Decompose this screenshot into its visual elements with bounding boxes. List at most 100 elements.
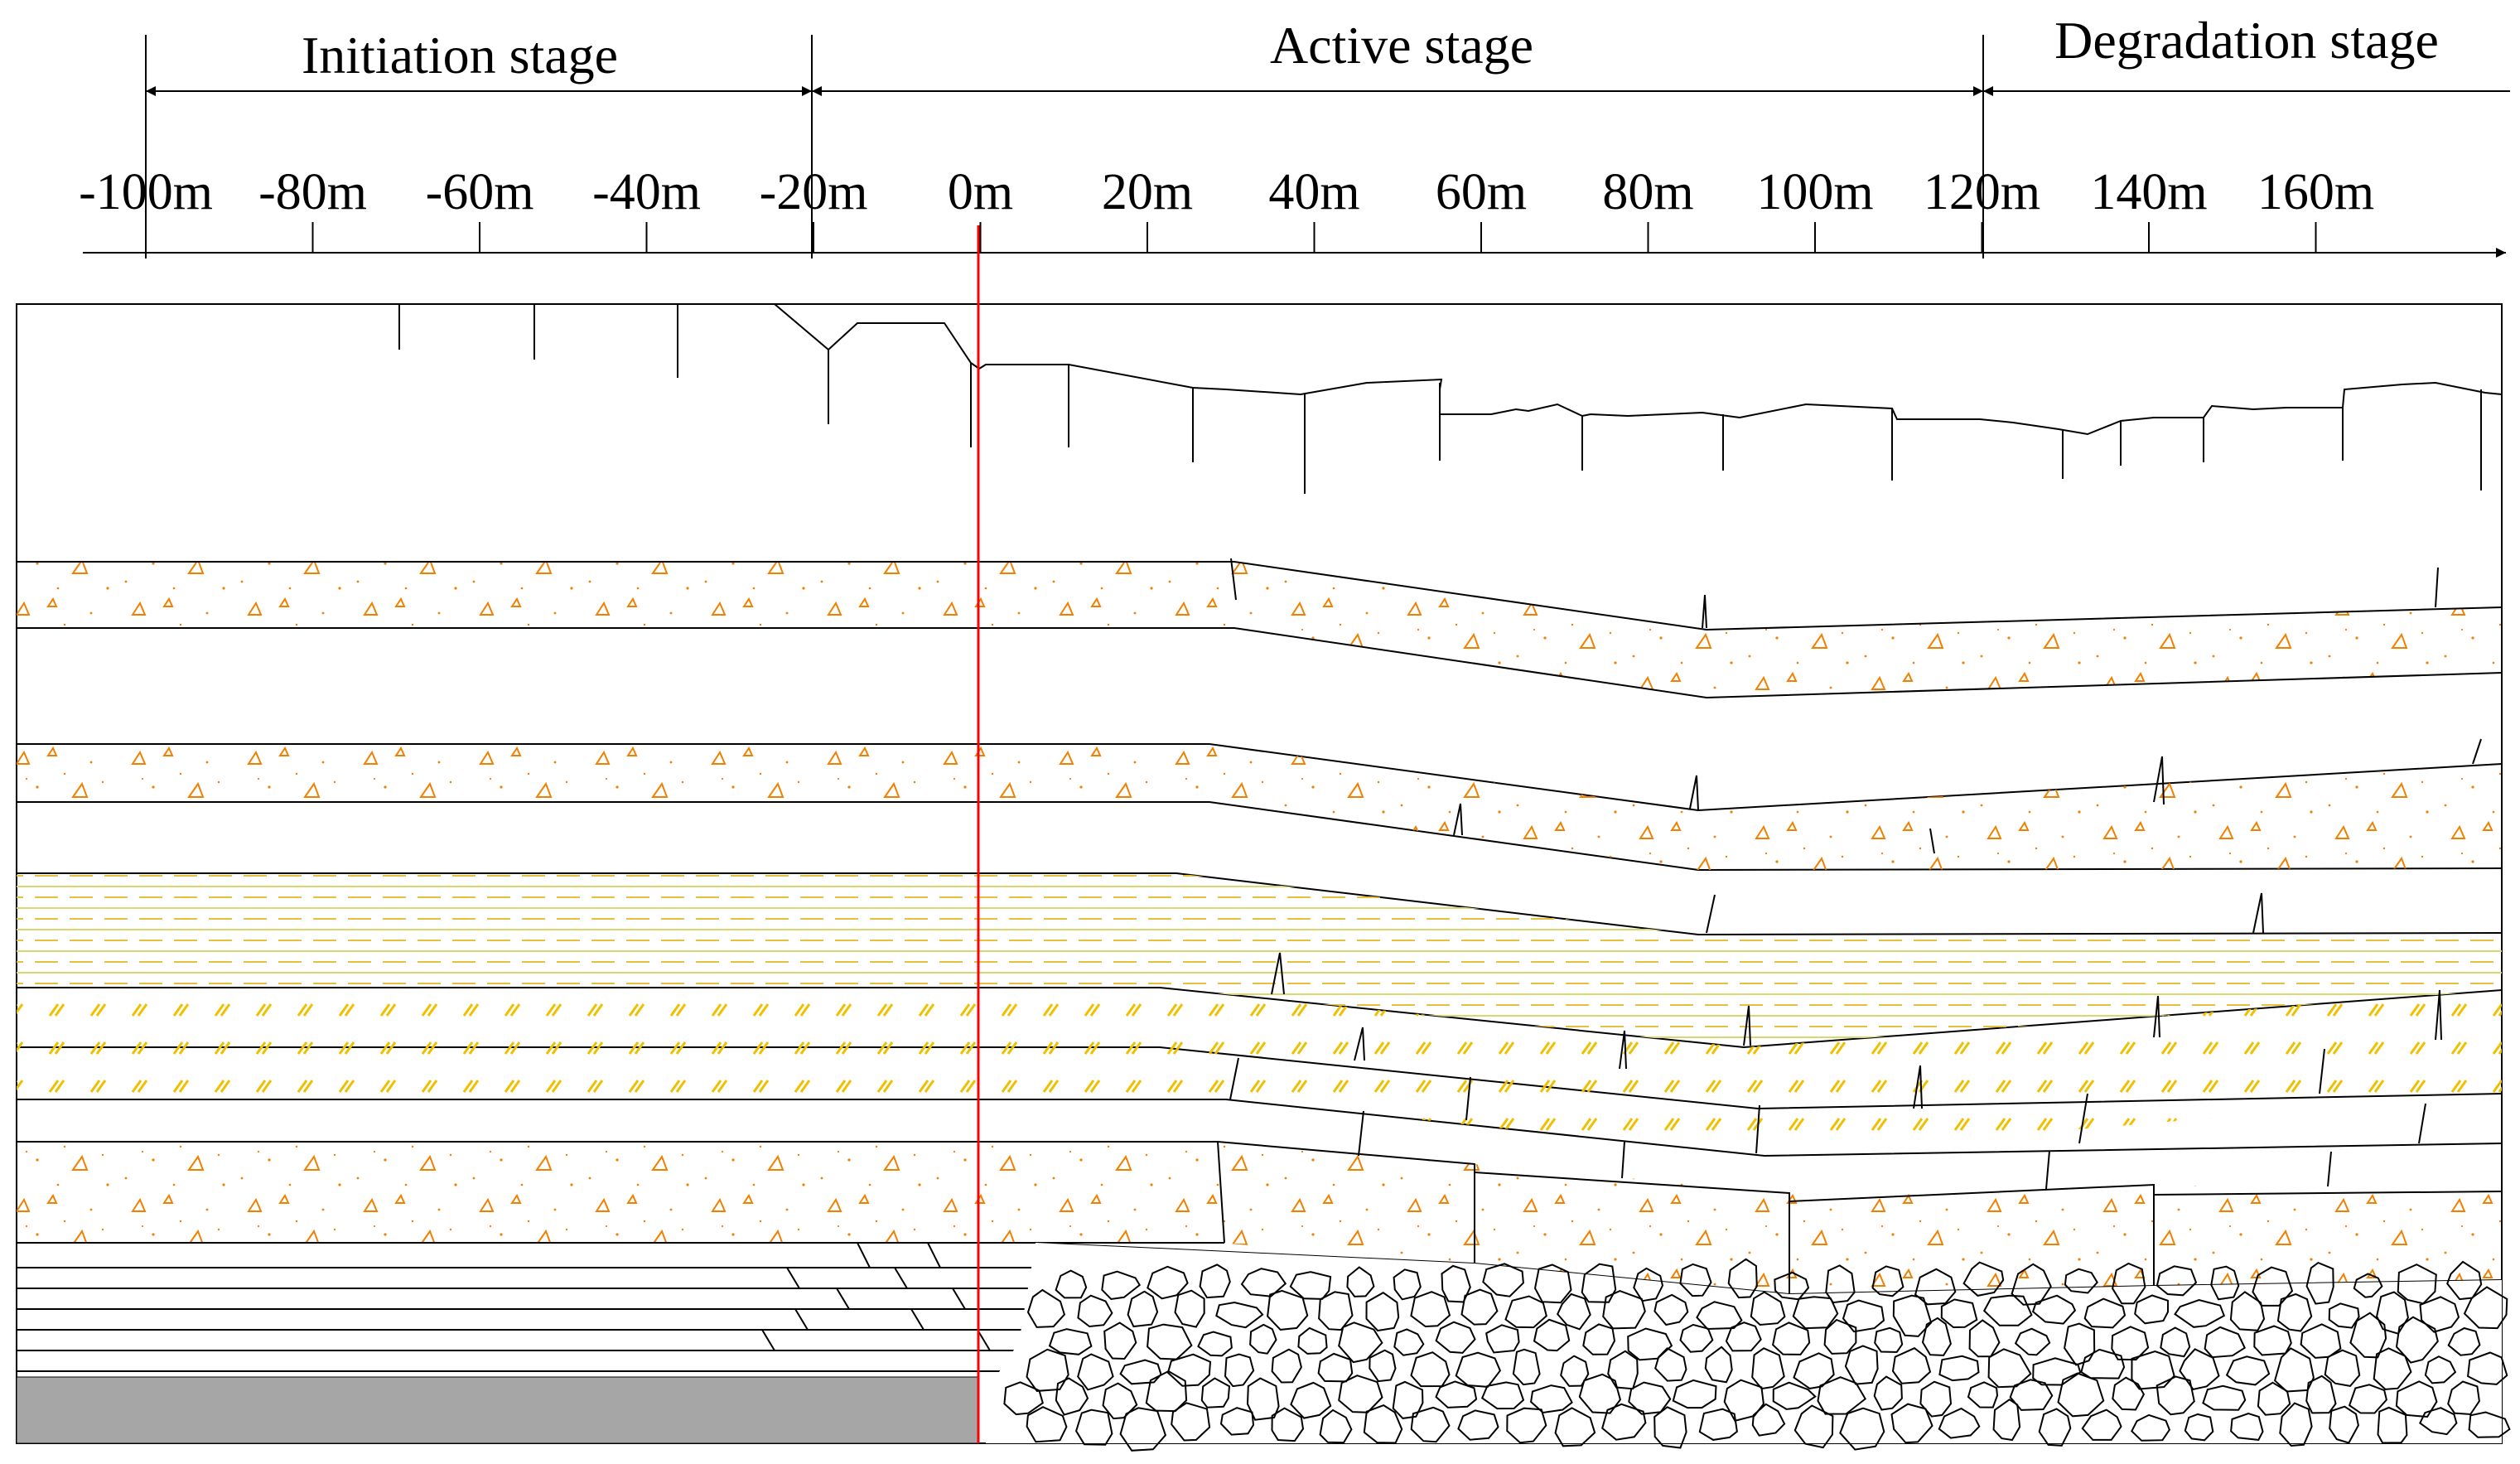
boulder — [1627, 1327, 1673, 1361]
boulder — [1839, 1407, 1885, 1451]
stage-bar: Initiation stage Active stage Degradatio… — [145, 11, 2510, 258]
boulder — [2009, 1379, 2054, 1411]
boulder — [1698, 1408, 1738, 1441]
axis-tick-label: -60m — [426, 164, 534, 220]
boulder — [1127, 1290, 1159, 1328]
boulder — [1119, 1407, 1167, 1452]
gravel-layer-lower — [17, 1142, 2502, 1292]
axis-tick-label: -20m — [760, 164, 868, 220]
sand-layer-lower — [17, 1046, 2502, 1156]
boulder — [1240, 1268, 1287, 1297]
boulder — [2160, 1326, 2191, 1358]
axis-tick-label: 20m — [1102, 164, 1193, 220]
boulder — [1271, 1348, 1302, 1384]
boulder — [1919, 1380, 1953, 1418]
gravel-layer-middle — [17, 744, 2502, 870]
boulder — [1704, 1346, 1733, 1384]
boulder — [2081, 1408, 2122, 1441]
boulder — [1825, 1264, 1856, 1304]
boulder — [1026, 1348, 1069, 1392]
boulder — [1215, 1301, 1264, 1329]
boulder — [1393, 1328, 1425, 1356]
boulder — [1601, 1403, 1647, 1441]
boulder — [1297, 1326, 1328, 1355]
boulder — [1393, 1268, 1422, 1301]
boulder — [1914, 1268, 1957, 1306]
boulder — [2134, 1294, 2169, 1325]
boulder — [1679, 1263, 1712, 1297]
boulder — [1602, 1290, 1646, 1330]
axis-tick-label: -80m — [258, 164, 367, 220]
axis-tick-label: -100m — [79, 164, 213, 220]
boulder — [2273, 1347, 2315, 1393]
boulder — [1792, 1296, 1839, 1330]
boulder — [1938, 1407, 1981, 1439]
boulder — [1557, 1292, 1591, 1331]
fault-ticks — [1229, 558, 2482, 1190]
boulder — [1147, 1265, 1189, 1300]
boulder — [2064, 1268, 2098, 1294]
boulder — [2468, 1411, 2511, 1438]
boulder — [1480, 1381, 1525, 1410]
boulder — [1628, 1381, 1672, 1415]
boulder — [1346, 1266, 1375, 1297]
boulder — [2419, 1407, 2458, 1436]
boulder — [1249, 1323, 1277, 1355]
boulder — [2348, 1384, 2387, 1414]
boulder — [1075, 1408, 1113, 1446]
boulder — [2257, 1381, 2291, 1416]
boulder — [2229, 1291, 2266, 1331]
boulder — [1967, 1381, 1999, 1408]
boulder — [2174, 1298, 2226, 1328]
boulder — [1055, 1269, 1088, 1299]
boulder — [1992, 1398, 2021, 1442]
boulder — [1962, 1261, 2005, 1297]
boulder — [1197, 1331, 1233, 1357]
boulder — [1506, 1407, 1547, 1444]
boulder — [1533, 1263, 1572, 1304]
boulder — [2305, 1261, 2334, 1305]
boulder — [2184, 1413, 2214, 1442]
boulder — [1968, 1319, 2001, 1358]
boulder — [2324, 1349, 2361, 1387]
boulder — [1817, 1376, 1867, 1415]
boulder — [1317, 1352, 1354, 1383]
boulder — [2419, 1296, 2460, 1333]
boulder — [1793, 1404, 1834, 1449]
boulder — [1103, 1321, 1137, 1360]
boulder — [2447, 1380, 2480, 1416]
boulder — [1938, 1355, 1980, 1382]
boulder — [1750, 1291, 1786, 1326]
boulder — [1441, 1264, 1471, 1303]
boulder — [1199, 1263, 1231, 1299]
axis-tick-label: 40m — [1268, 164, 1359, 220]
boulder — [2467, 1351, 2508, 1385]
initiation-stage-label: Initiation stage — [302, 26, 618, 85]
boulder — [2014, 1327, 2051, 1356]
active-stage-label: Active stage — [1270, 16, 1533, 75]
boulder — [1219, 1407, 1255, 1436]
boulder — [2131, 1350, 2175, 1390]
boulder — [2032, 1357, 2082, 1386]
boulder — [1654, 1347, 1687, 1382]
boulder — [1410, 1406, 1451, 1443]
boulder — [2279, 1402, 2313, 1447]
boulder — [1338, 1321, 1383, 1364]
silt-layer — [17, 873, 2502, 1047]
boulder — [2131, 1413, 2171, 1442]
boulder — [1982, 1294, 2033, 1326]
scarp-ticks — [398, 304, 2482, 494]
boulder — [1102, 1382, 1138, 1420]
boulder — [2064, 1322, 2096, 1366]
boulder — [2057, 1372, 2105, 1418]
cross-section — [16, 225, 2511, 1452]
boulder — [1844, 1345, 1879, 1385]
boulder — [2179, 1348, 2220, 1391]
axis-tick-label: 120m — [1924, 164, 2040, 220]
boulder — [1290, 1381, 1332, 1419]
ground-surface-profile — [17, 303, 2503, 436]
boulder — [1003, 1381, 1044, 1416]
boulder — [1026, 1288, 1066, 1328]
